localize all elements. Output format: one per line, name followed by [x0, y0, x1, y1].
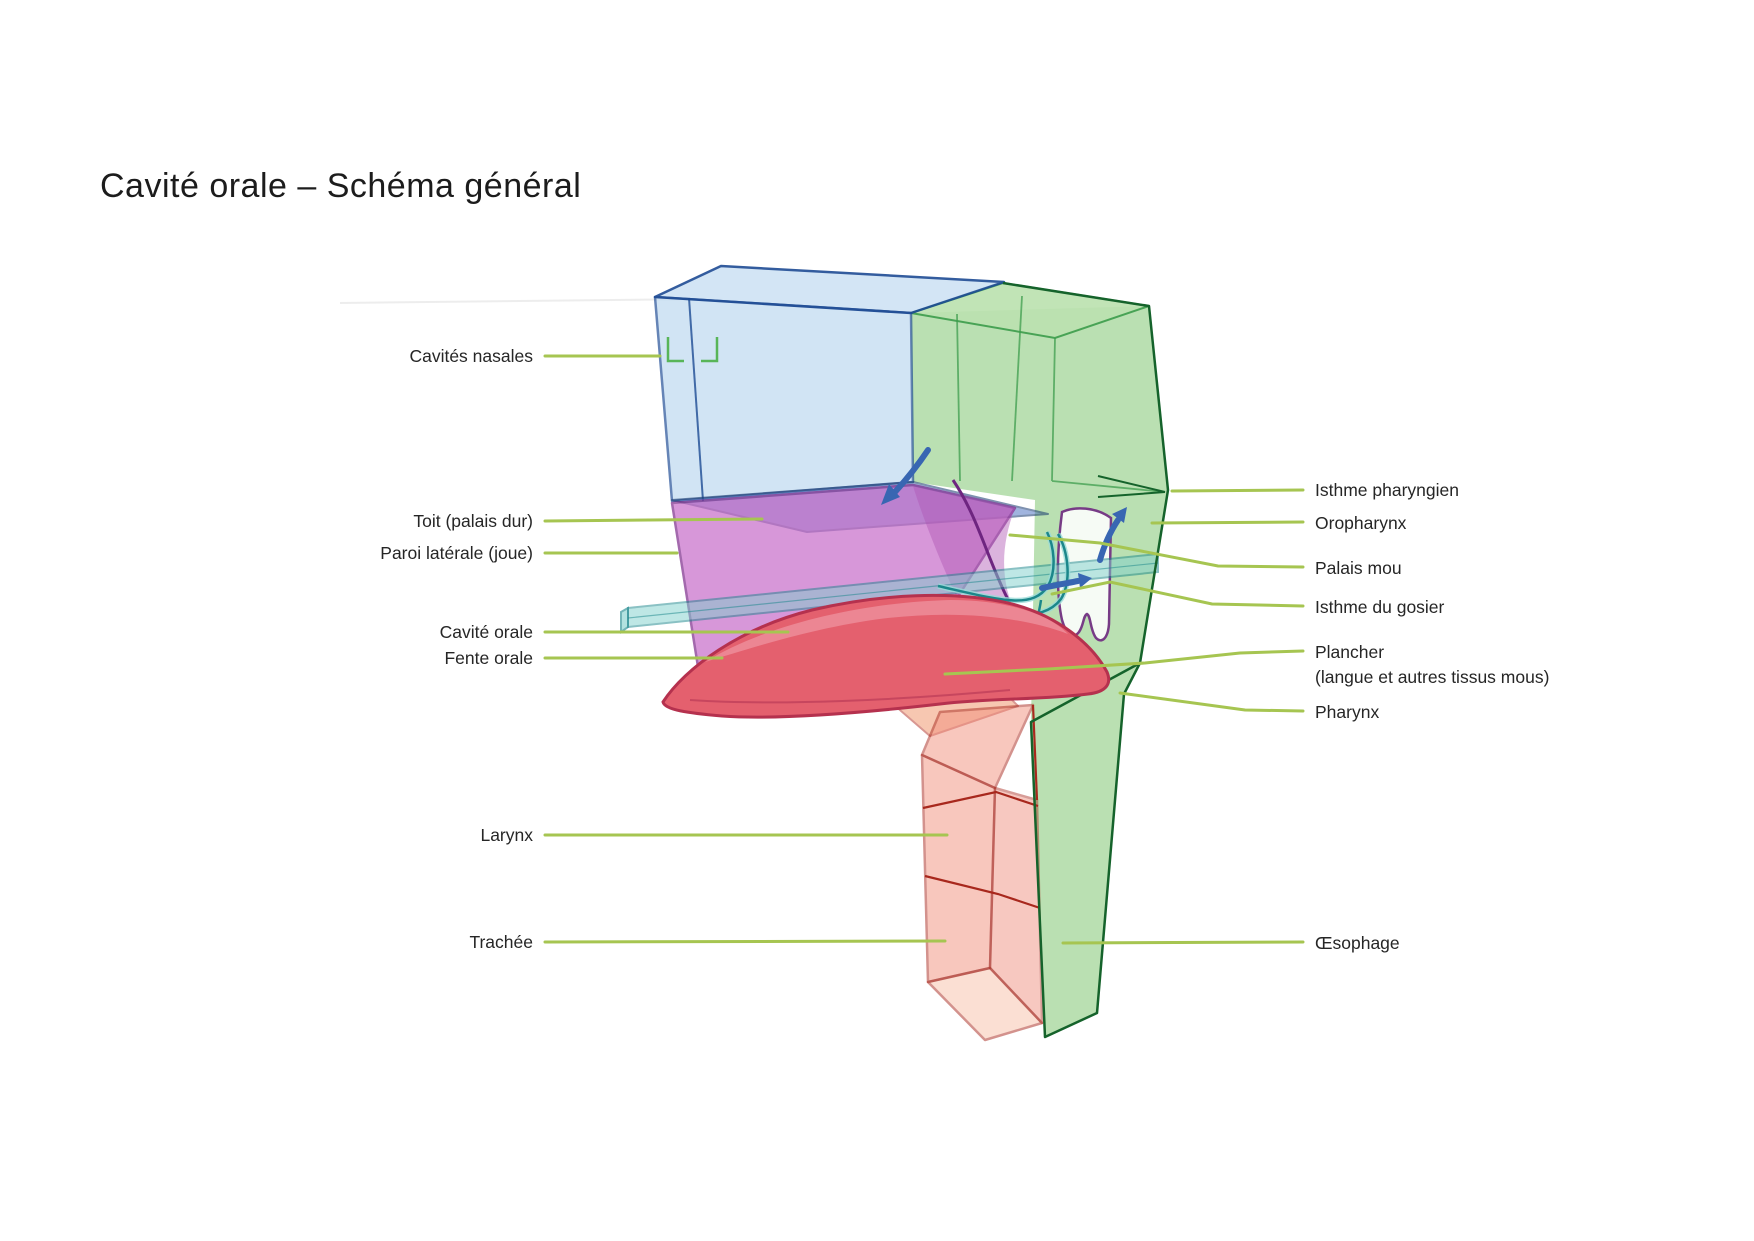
- leader-palais-mou: [1008, 533, 1305, 569]
- scan-artifact-line: [339, 298, 701, 304]
- tongue-highlight: [705, 600, 1068, 662]
- oral-slit-shelf: [620, 552, 1159, 634]
- leader-toit-palais-dur: [543, 517, 764, 523]
- larynx-trachea-box: [920, 703, 1044, 1042]
- tongue-body: [661, 593, 1111, 719]
- leader-isthme-pharyngien: [1170, 488, 1305, 493]
- label-plancher: Plancher (langue et autres tissus mous): [1315, 640, 1549, 690]
- shelf-end-cap: [620, 606, 629, 634]
- arrow-up-pharynx: [1097, 517, 1121, 563]
- label-isthme-pharyngien: Isthme pharyngien: [1315, 480, 1459, 500]
- nasal-cavities-symbols: [666, 337, 719, 363]
- label-oropharynx: Oropharynx: [1315, 513, 1407, 533]
- label-trachee: Trachée: [469, 932, 533, 952]
- pharynx-inner-edges: [956, 295, 1166, 493]
- label-toit-palais-dur: Toit (palais dur): [413, 511, 533, 531]
- label-fente-orale: Fente orale: [444, 648, 533, 668]
- label-plancher-line1: Plancher: [1315, 642, 1385, 662]
- label-cavite-orale: Cavité orale: [439, 622, 533, 642]
- nasal-box-front-face: [653, 295, 915, 503]
- leader-pharynx: [1118, 691, 1305, 713]
- nasal-box-inner-wall: [688, 297, 704, 502]
- label-isthme-du-gosier: Isthme du gosier: [1315, 597, 1445, 617]
- nasal-cavity-box: [653, 264, 1006, 503]
- leader-lines: [543, 354, 1305, 945]
- arrow-right-isthmus: [1039, 578, 1081, 591]
- label-cavites-nasales: Cavités nasales: [409, 346, 533, 366]
- label-larynx: Larynx: [480, 825, 533, 845]
- label-oesophage: Œsophage: [1315, 933, 1400, 953]
- leader-trachee: [543, 939, 947, 944]
- label-paroi-laterale: Paroi latérale (joue): [380, 543, 533, 563]
- larynx-front-face: [920, 753, 997, 984]
- arrowhead-up: [1112, 507, 1127, 523]
- leader-oropharynx: [1150, 520, 1305, 525]
- label-plancher-line2: (langue et autres tissus mous): [1315, 667, 1550, 687]
- tongue: [661, 593, 1111, 719]
- arrowhead-right: [1078, 573, 1092, 588]
- flow-arrows: [881, 447, 1127, 591]
- leader-oesophage: [1061, 940, 1305, 945]
- arrowhead-down: [881, 484, 900, 505]
- page-title: Cavité orale – Schéma général: [100, 167, 582, 205]
- leader-isthme-du-gosier: [1050, 580, 1305, 608]
- tongue-crease: [689, 689, 1011, 704]
- arrow-down-oropharynx: [892, 447, 931, 495]
- leader-plancher: [943, 649, 1305, 676]
- trachea-bottom-face: [926, 966, 1044, 1042]
- label-palais-mou: Palais mou: [1315, 558, 1402, 578]
- label-pharynx: Pharynx: [1315, 702, 1380, 722]
